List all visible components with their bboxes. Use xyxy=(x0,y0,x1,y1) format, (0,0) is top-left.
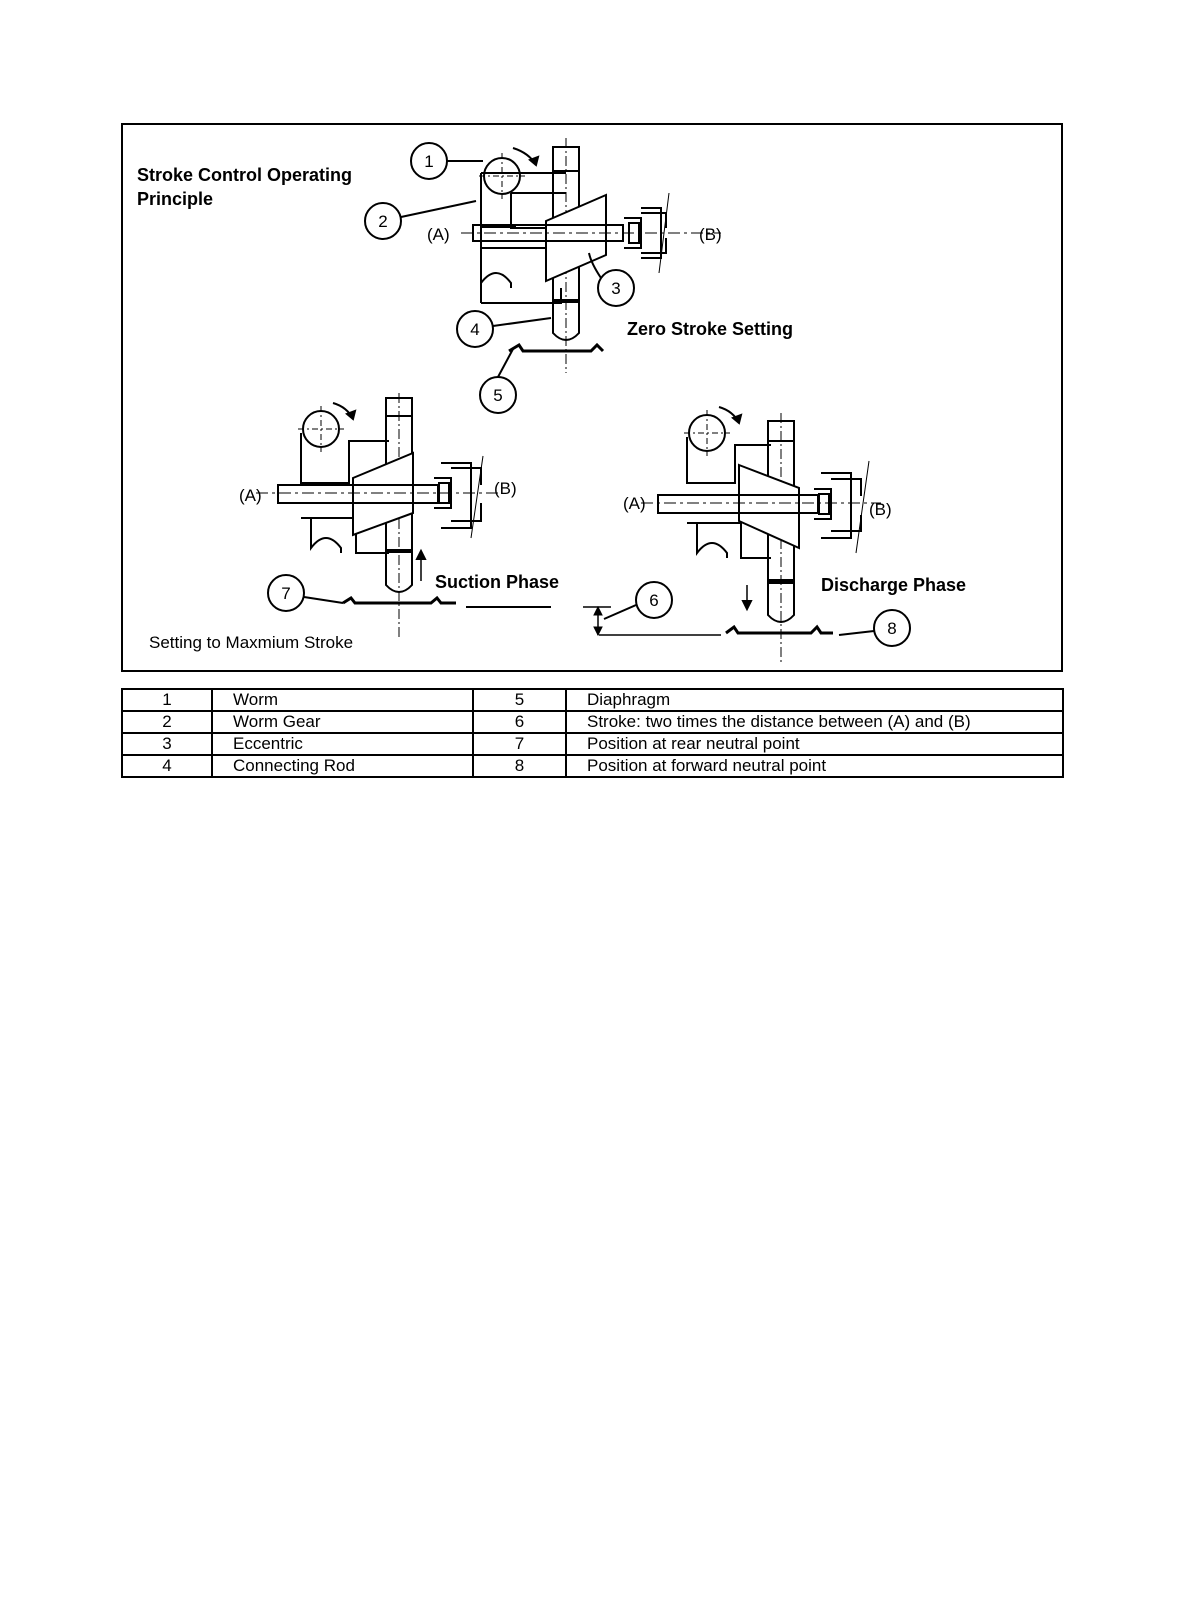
callout-6: 6 xyxy=(603,581,673,620)
max-stroke-label: Setting to Maxmium Stroke xyxy=(149,633,353,652)
diagram-title-line2: Principle xyxy=(137,189,213,209)
legend-num-right: 6 xyxy=(472,710,567,734)
left-point-a: (A) xyxy=(239,486,262,505)
legend-num-right: 8 xyxy=(472,754,567,778)
table-row: 3 Eccentric 7 Position at rear neutral p… xyxy=(121,732,1064,756)
callout-3: 3 xyxy=(588,252,635,307)
svg-text:2: 2 xyxy=(378,212,387,231)
legend-body: 1 Worm 5 Diaphragm 2 Worm Gear 6 Stroke:… xyxy=(121,688,1064,778)
svg-text:3: 3 xyxy=(611,279,620,298)
legend-text-right: Stroke: two times the distance between (… xyxy=(565,710,1064,734)
diagram-canvas: Stroke Control Operating Principle xyxy=(121,123,1063,672)
zero-stroke-label: Zero Stroke Setting xyxy=(627,319,793,339)
legend-table: 1 Worm 5 Diaphragm 2 Worm Gear 6 Stroke:… xyxy=(121,688,1064,778)
legend-num-left: 4 xyxy=(121,754,213,778)
legend-text-right: Position at rear neutral point xyxy=(565,732,1064,756)
top-point-a: (A) xyxy=(427,225,450,244)
legend-text-left: Eccentric xyxy=(211,732,474,756)
stroke-indicator xyxy=(583,605,721,637)
legend-num-left: 3 xyxy=(121,732,213,756)
suction-mechanism xyxy=(256,393,551,638)
svg-text:7: 7 xyxy=(281,584,290,603)
legend-num-left: 1 xyxy=(121,688,213,712)
zero-stroke-mechanism xyxy=(461,138,721,373)
right-point-a: (A) xyxy=(623,494,646,513)
callout-7: 7 xyxy=(267,574,344,612)
top-point-b: (B) xyxy=(699,225,722,244)
legend-num-right: 7 xyxy=(472,732,567,756)
suction-phase-label: Suction Phase xyxy=(435,572,559,592)
right-point-b: (B) xyxy=(869,500,892,519)
callout-8: 8 xyxy=(838,609,911,647)
legend-num-right: 5 xyxy=(472,688,567,712)
svg-text:4: 4 xyxy=(470,320,479,339)
legend-text-left: Worm Gear xyxy=(211,710,474,734)
discharge-mechanism xyxy=(641,406,881,663)
table-row: 2 Worm Gear 6 Stroke: two times the dist… xyxy=(121,710,1064,734)
legend-text-left: Worm xyxy=(211,688,474,712)
svg-text:6: 6 xyxy=(649,591,658,610)
table-row: 4 Connecting Rod 8 Position at forward n… xyxy=(121,754,1064,778)
legend-text-right: Position at forward neutral point xyxy=(565,754,1064,778)
discharge-phase-label: Discharge Phase xyxy=(821,575,966,595)
stroke-control-diagram: Stroke Control Operating Principle xyxy=(121,123,1063,672)
diagram-frame xyxy=(121,123,1063,672)
table-row: 1 Worm 5 Diaphragm xyxy=(121,688,1064,712)
svg-text:1: 1 xyxy=(424,152,433,171)
callout-4: 4 xyxy=(456,310,552,348)
svg-text:5: 5 xyxy=(493,386,502,405)
left-point-b: (B) xyxy=(494,479,517,498)
svg-text:8: 8 xyxy=(887,619,896,638)
legend-num-left: 2 xyxy=(121,710,213,734)
callout-2: 2 xyxy=(364,200,477,240)
diagram-title-line1: Stroke Control Operating xyxy=(137,165,352,185)
callout-5: 5 xyxy=(479,348,517,414)
legend-text-right: Diaphragm xyxy=(565,688,1064,712)
callout-1: 1 xyxy=(410,142,483,180)
legend-text-left: Connecting Rod xyxy=(211,754,474,778)
